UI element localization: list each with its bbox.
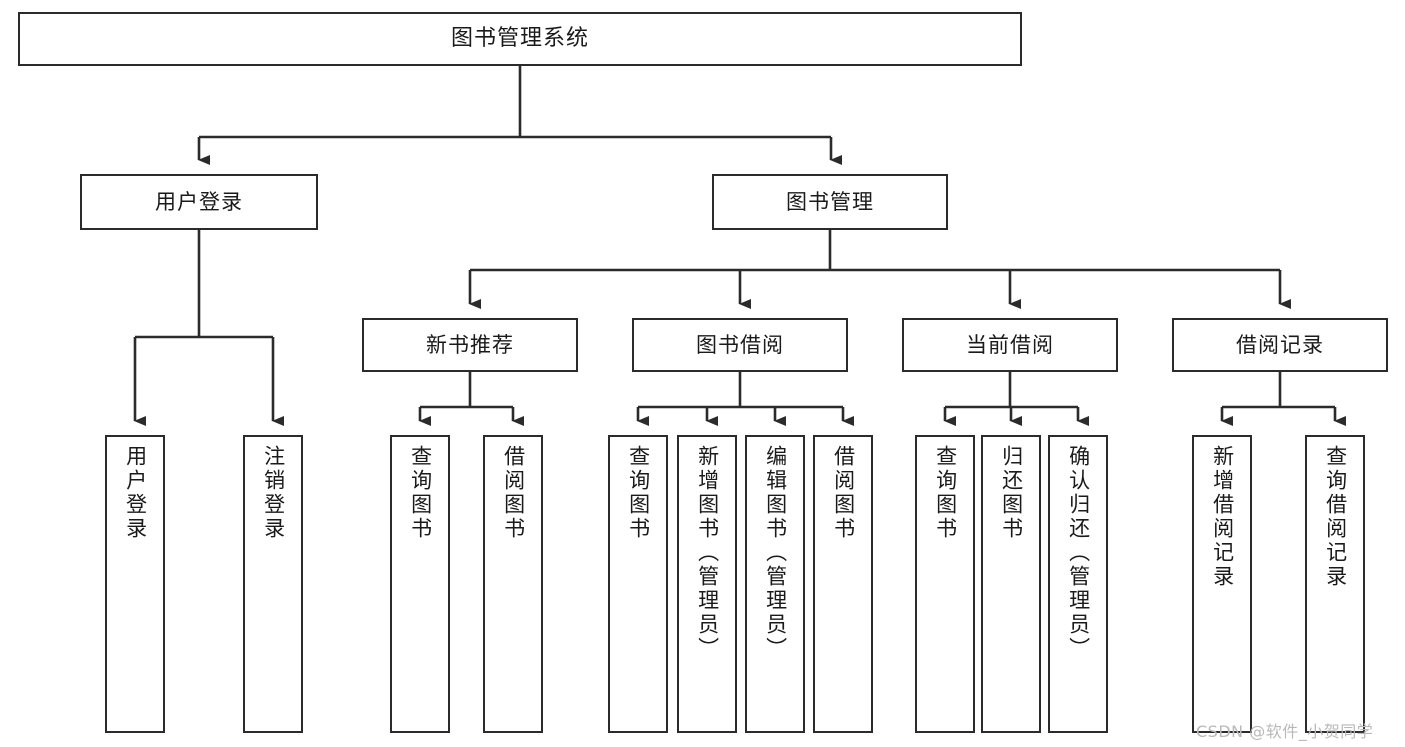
leaf-add-borrow-record-label: 新增借阅记录 xyxy=(1210,445,1235,589)
node-book-borrow[interactable]: 图书借阅 xyxy=(632,318,848,372)
node-new-book-recommend[interactable]: 新书推荐 xyxy=(362,318,578,372)
leaf-borrow-book-nbr-label: 借阅图书 xyxy=(501,445,526,541)
leaf-query-book-nbr-label: 查询图书 xyxy=(408,445,433,541)
leaf-logout-label: 注销登录 xyxy=(261,445,286,541)
leaf-borrow-book-nbr[interactable]: 借阅图书 xyxy=(483,435,543,733)
leaf-add-book-admin[interactable]: 新增图书（管理员） xyxy=(677,435,737,733)
leaf-user-login[interactable]: 用户登录 xyxy=(105,435,165,733)
leaf-query-book-cb[interactable]: 查询图书 xyxy=(915,435,975,733)
leaf-confirm-return-admin-label: 确认归还（管理员） xyxy=(1066,445,1091,661)
leaf-edit-book-admin[interactable]: 编辑图书（管理员） xyxy=(745,435,805,733)
node-borrow-record[interactable]: 借阅记录 xyxy=(1172,318,1388,372)
node-borrow-record-label: 借阅记录 xyxy=(1236,332,1324,357)
watermark: CSDN @软件_小贺同学 xyxy=(1196,722,1374,741)
leaf-add-borrow-record[interactable]: 新增借阅记录 xyxy=(1192,435,1252,733)
node-book-management-label: 图书管理 xyxy=(786,189,874,214)
leaf-borrow-book-bb-label: 借阅图书 xyxy=(831,445,856,541)
leaf-logout[interactable]: 注销登录 xyxy=(243,435,303,733)
leaf-return-book-label: 归还图书 xyxy=(999,445,1024,541)
node-current-borrow-label: 当前借阅 xyxy=(966,332,1054,357)
leaf-confirm-return-admin[interactable]: 确认归还（管理员） xyxy=(1048,435,1108,733)
leaf-query-borrow-record-label: 查询借阅记录 xyxy=(1323,445,1348,589)
node-book-borrow-label: 图书借阅 xyxy=(696,332,784,357)
leaf-edit-book-admin-label: 编辑图书（管理员） xyxy=(763,445,788,661)
node-user-login-label: 用户登录 xyxy=(155,189,243,214)
leaf-query-book-bb-label: 查询图书 xyxy=(626,445,651,541)
node-user-login[interactable]: 用户登录 xyxy=(80,174,318,230)
node-book-management[interactable]: 图书管理 xyxy=(712,174,948,230)
leaf-query-book-cb-label: 查询图书 xyxy=(933,445,958,541)
leaf-query-book-bb[interactable]: 查询图书 xyxy=(608,435,668,733)
node-root-label: 图书管理系统 xyxy=(450,26,589,52)
leaf-user-login-label: 用户登录 xyxy=(123,445,148,541)
leaf-query-book-nbr[interactable]: 查询图书 xyxy=(390,435,450,733)
leaf-add-book-admin-label: 新增图书（管理员） xyxy=(695,445,720,661)
node-root[interactable]: 图书管理系统 xyxy=(18,12,1022,66)
leaf-return-book[interactable]: 归还图书 xyxy=(981,435,1041,733)
leaf-borrow-book-bb[interactable]: 借阅图书 xyxy=(813,435,873,733)
leaf-query-borrow-record[interactable]: 查询借阅记录 xyxy=(1305,435,1365,733)
node-new-book-recommend-label: 新书推荐 xyxy=(426,332,514,357)
node-current-borrow[interactable]: 当前借阅 xyxy=(902,318,1118,372)
